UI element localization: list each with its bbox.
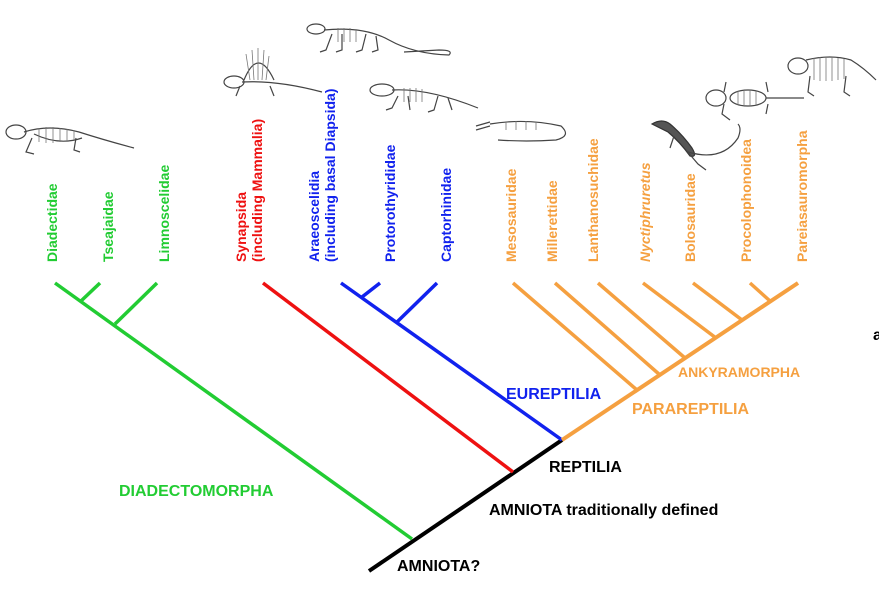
clade-label-parareptilia: PARAREPTILIA [632,401,749,418]
clade-label-reptilia: REPTILIA [549,459,622,476]
pareiasaur-skeleton-illustration [787,56,877,97]
branch-captorhinidae [395,281,439,324]
branch-mesosauridae [511,281,639,392]
branch-procolophonoidea [748,281,772,303]
branch-parareptilia-spine [560,281,800,442]
araeoscelid-skeleton-illustration [306,23,451,56]
taxon-label-pareiasauromorpha: Pareiasauromorpha [794,130,810,262]
branches [53,281,800,573]
procolophonid-skeleton-illustration [705,81,804,121]
taxon-label-limnoscelidae: Limnoscelidae [156,165,172,262]
mesosaur-skeleton-illustration [475,120,567,142]
clade-label-amniota-traditional: AMNIOTA traditionally defined [489,502,718,519]
branch-nyctiphruretus [641,281,718,340]
edge-fragment-text: a [873,327,879,344]
taxon-label-protorothyrididae: Protorothyrididae [382,144,398,262]
taxon-label-mesosauridae: Mesosauridae [503,168,519,262]
dimetrodon-skeleton-illustration [223,48,323,97]
clade-label-eureptilia: EUREPTILIA [506,386,602,403]
branch-amniota-stem [367,438,564,573]
branch-bolosauridae [691,281,744,322]
branch-synapsida [261,281,515,474]
bolosaur-drawing-illustration [650,120,741,171]
taxon-label-captorhinidae: Captorhinidae [438,168,454,262]
clade-label-ankyramorpha: ANKYRAMORPHA [678,364,800,380]
taxon-label-diadectidae: Diadectidae [44,183,60,262]
diadectid-skeleton-illustration [5,124,135,155]
taxon-label-synapsida: Synapsida (including Mammalia) [233,119,265,262]
taxon-label-araeoscelidia: Araeoscelidia (including basal Diapsida) [306,89,338,262]
clade-label-diadectomorpha: DIADECTOMORPHA [119,483,274,500]
taxon-label-synapsida-line1: Synapsida [233,192,249,262]
taxon-label-tseajaidae: Tseajaidae [100,191,116,262]
taxon-label-synapsida-line2: (including Mammalia) [249,119,265,262]
taxon-label-araeoscelidia-line1: Araeoscelidia [306,171,322,262]
branch-lanthanosuchidae [596,281,687,360]
branch-millerettidae [553,281,662,377]
taxon-label-lanthanosuchidae: Lanthanosuchidae [585,138,601,262]
clade-labels: DIADECTOMORPHA EUREPTILIA PARAREPTILIA A… [119,327,879,575]
branch-eureptilia [339,281,564,442]
branch-diadectomorpha [53,281,414,541]
taxon-label-nyctiphruretus: Nyctiphruretus [637,162,653,262]
taxon-label-araeoscelidia-line2: (including basal Diapsida) [322,89,338,262]
captorhinid-skeleton-illustration [369,83,479,113]
taxon-label-procolophonoidea: Procolophonoidea [738,139,754,262]
taxon-label-millerettidae: Millerettidae [544,180,560,262]
branch-limnoscelidae [113,281,159,326]
branch-protorothyrididae [360,281,382,299]
clade-label-amniota: AMNIOTA? [397,558,480,575]
taxon-label-bolosauridae: Bolosauridae [682,173,698,262]
branch-tseajaidae [79,281,102,303]
taxon-labels: Diadectidae Tseajaidae Limnoscelidae Syn… [44,89,810,262]
